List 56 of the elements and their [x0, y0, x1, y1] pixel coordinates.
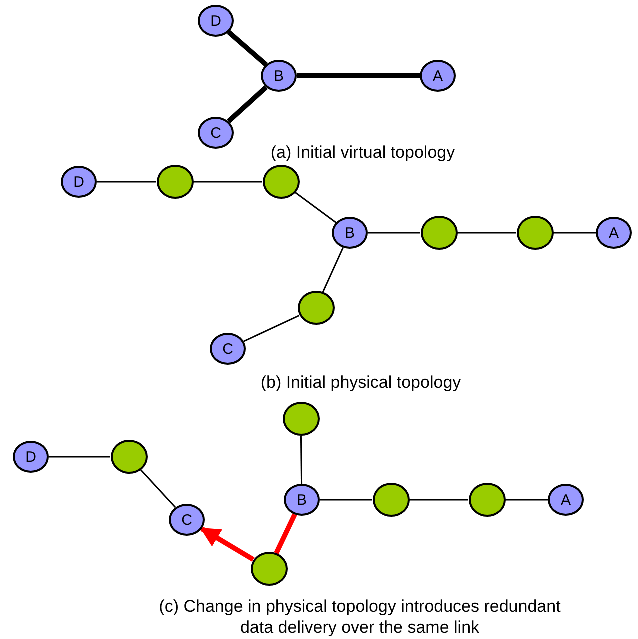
network-node	[198, 117, 234, 149]
link-line	[294, 192, 337, 224]
node-label: D	[74, 174, 84, 190]
network-node	[420, 60, 456, 92]
node-label: C	[182, 512, 192, 528]
link-line	[320, 499, 372, 501]
network-node	[13, 441, 49, 473]
node-label: A	[432, 68, 443, 84]
network-node	[261, 60, 297, 92]
link-line	[297, 74, 420, 78]
link-line	[554, 232, 596, 234]
router-node	[262, 165, 300, 199]
node-label: B	[344, 226, 355, 240]
router-node	[468, 483, 506, 517]
node-label: A	[608, 226, 619, 240]
network-node	[169, 504, 205, 536]
link-line	[322, 248, 344, 293]
link-line	[274, 514, 298, 554]
router-node	[298, 291, 334, 325]
link-line	[244, 315, 300, 342]
node-label: A	[560, 492, 571, 508]
router-node	[282, 402, 320, 436]
caption: (a) Initial virtual topology	[270, 142, 456, 163]
router-node	[110, 440, 148, 474]
network-node	[332, 217, 368, 249]
link-line	[368, 232, 420, 234]
link-line	[506, 499, 548, 501]
node-label: C	[222, 342, 234, 356]
node-label: D	[210, 14, 222, 28]
router-node	[420, 216, 458, 250]
network-node	[548, 484, 584, 516]
router-node	[250, 552, 288, 586]
caption: (b) Initial physical topology	[260, 372, 462, 393]
node-label: D	[26, 450, 36, 464]
link-line	[300, 436, 303, 484]
link-line	[410, 499, 468, 501]
link-line	[227, 30, 268, 67]
caption: (c) Change in physical topology introduces redundant data delivery over the same link	[158, 596, 562, 638]
router-node	[516, 216, 554, 250]
network-node	[284, 484, 320, 516]
node-label: C	[210, 126, 222, 140]
network-node	[596, 217, 632, 249]
router-node	[156, 165, 194, 199]
router-node	[372, 483, 410, 517]
link-line	[226, 86, 268, 124]
link-line	[49, 456, 110, 458]
network-node	[210, 333, 246, 365]
node-label: B	[274, 68, 284, 84]
network-node	[198, 5, 234, 37]
arrow	[200, 526, 255, 562]
link-line	[458, 232, 516, 234]
link-line	[194, 181, 262, 183]
network-node	[61, 166, 97, 198]
node-label: B	[296, 492, 307, 508]
link-line	[140, 469, 176, 508]
link-line	[97, 181, 156, 183]
